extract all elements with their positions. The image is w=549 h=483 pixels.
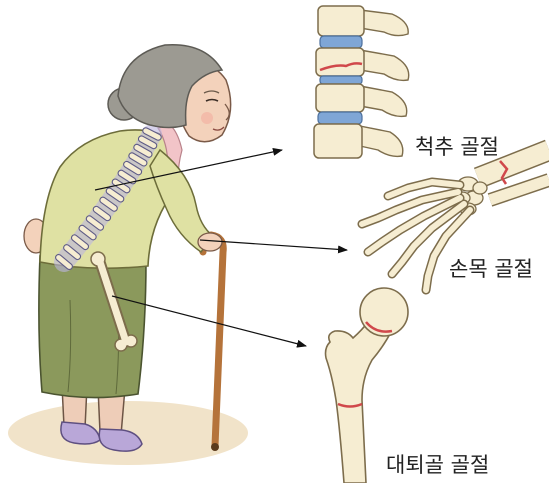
spinous-process — [360, 126, 403, 156]
elderly-woman-figure — [24, 45, 231, 451]
intervertebral-disc — [318, 112, 362, 124]
cane-tip — [211, 443, 219, 451]
vertebral-body — [314, 124, 362, 158]
femoral-head — [360, 288, 408, 336]
intervertebral-disc — [320, 36, 362, 48]
spinous-process — [360, 86, 407, 116]
intervertebral-disc — [320, 76, 362, 84]
head — [108, 45, 231, 142]
wrist-fracture-label: 손목 골절 — [449, 259, 533, 280]
vertebral-body — [316, 84, 364, 112]
spinous-process — [360, 50, 409, 80]
vertebrae-detail — [314, 6, 409, 158]
femur-fracture-label: 대퇴골 골절 — [386, 455, 489, 476]
femur-shaft — [326, 322, 393, 483]
skirt — [39, 256, 146, 398]
hand-on-cane — [198, 233, 222, 251]
cheek-blush — [201, 112, 213, 124]
vertebral-body — [318, 6, 364, 36]
spine-fracture-label: 척추 골절 — [415, 137, 499, 158]
vertebral-body-fractured — [316, 48, 364, 76]
spinous-process — [360, 10, 408, 36]
